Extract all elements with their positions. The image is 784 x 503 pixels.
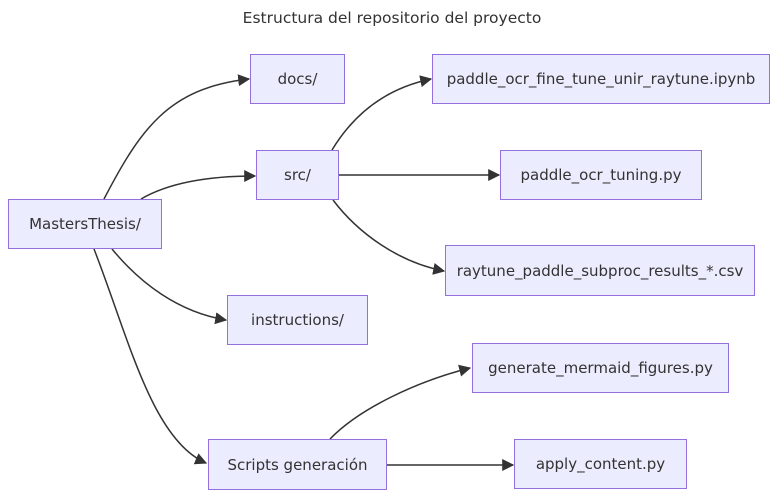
node-instructions-label: instructions/ (251, 311, 344, 329)
edge-masters-to-src (140, 170, 257, 200)
node-apply-content-label: apply_content.py (535, 455, 666, 473)
node-instructions: instructions/ (227, 295, 368, 345)
edge-masters-to-scripts (93, 248, 208, 465)
node-paddle-ocr-fine-tune-notebook-label: paddle_ocr_fine_tune_unir_raytune.ipynb (446, 70, 756, 88)
node-paddle-ocr-tuning-label: paddle_ocr_tuning.py (520, 166, 682, 184)
edge-src-to-ipynb (331, 75, 433, 151)
edge-masters-to-docs (103, 74, 251, 200)
node-scripts-generacion-label: Scripts generación (227, 455, 368, 474)
node-src-label: src/ (284, 166, 311, 184)
node-docs-label: docs/ (277, 70, 318, 88)
node-src: src/ (256, 150, 339, 200)
node-paddle-ocr-fine-tune-notebook: paddle_ocr_fine_tune_unir_raytune.ipynb (432, 54, 770, 104)
edge-src-to-csv (332, 199, 446, 275)
node-generate-mermaid-figures-label: generate_mermaid_figures.py (488, 359, 713, 377)
node-raytune-results-csv-label: raytune_paddle_subproc_results_*.csv (456, 261, 744, 280)
node-masters-thesis-label: MastersThesis/ (29, 215, 141, 233)
node-apply-content: apply_content.py (514, 439, 687, 489)
edge-scripts-to-generate (329, 364, 472, 440)
node-raytune-results-csv: raytune_paddle_subproc_results_*.csv (445, 245, 755, 296)
node-paddle-ocr-tuning: paddle_ocr_tuning.py (500, 150, 702, 200)
node-generate-mermaid-figures: generate_mermaid_figures.py (472, 343, 729, 393)
node-masters-thesis: MastersThesis/ (8, 199, 162, 249)
node-docs: docs/ (250, 54, 345, 104)
node-scripts-generacion: Scripts generación (208, 439, 387, 490)
diagram-title: Estructura del repositorio del proyecto (242, 9, 542, 27)
edge-masters-to-instructions (111, 248, 228, 325)
